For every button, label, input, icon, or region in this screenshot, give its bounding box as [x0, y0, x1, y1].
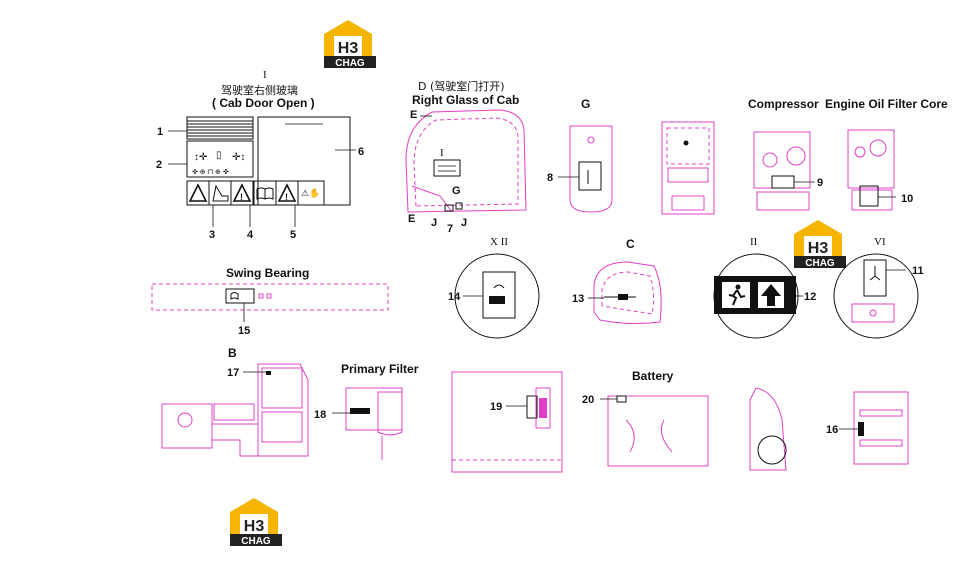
warning-decals: ! ! ⚠✋ — [186, 180, 325, 206]
logo-text: H3 — [808, 240, 829, 257]
section-title: B — [228, 346, 237, 360]
callout-4: 4 — [247, 229, 254, 241]
callout-14: 14 — [448, 291, 461, 303]
section-title: Battery — [632, 369, 674, 383]
callout-11: 11 — [912, 265, 924, 277]
decal-1 — [186, 116, 254, 140]
callout-19: 19 — [490, 401, 502, 413]
roman-label: I — [263, 69, 267, 81]
section-ii: II 12 — [713, 236, 816, 339]
section-right-glass: D (驾驶室门打开) Right Glass of Cab E I G E J … — [405, 79, 527, 235]
section-title: ( Cab Door Open ) — [212, 96, 315, 110]
logo-subtext: CHAG — [805, 258, 835, 269]
section-title: Swing Bearing — [226, 266, 309, 280]
callout-20: 20 — [582, 394, 594, 406]
callout-18: 18 — [314, 409, 326, 421]
callout-5: 5 — [290, 229, 296, 241]
callout-6: 6 — [358, 146, 364, 158]
svg-text:▯: ▯ — [216, 150, 222, 161]
decal-2: ↕✛ ▯ ✛↕ ✜ ⊕ ⊓ ⊕ ✜ — [186, 140, 254, 178]
svg-text:!: ! — [285, 192, 288, 202]
section-g: G 8 — [547, 97, 613, 213]
letter-g: G — [452, 185, 461, 197]
svg-text:!: ! — [240, 192, 243, 202]
logo-subtext: CHAG — [335, 58, 365, 69]
letter-e: E — [408, 213, 415, 225]
warning-triangle-icon — [232, 183, 252, 202]
brand-logo-top: H3 CHAG — [324, 20, 376, 69]
section-title: X II — [490, 236, 508, 248]
section-engine-oil-filter: Engine Oil Filter Core 10 — [825, 97, 948, 211]
section-b: B 17 — [161, 346, 309, 457]
section-title: G — [581, 97, 590, 111]
letter-j: J — [431, 217, 437, 229]
svg-text:↕✛: ↕✛ — [194, 152, 208, 163]
callout-17: 17 — [227, 367, 239, 379]
callout-16: 16 — [826, 424, 838, 436]
callout-12: 12 — [804, 291, 816, 303]
section-title: VI — [874, 236, 886, 248]
logo-text: H3 — [338, 40, 359, 57]
callout-15: 15 — [238, 325, 250, 337]
callout-7: 7 — [447, 223, 453, 235]
section-f-f — [749, 387, 787, 471]
letter-e: E — [410, 109, 417, 121]
letter-j: J — [461, 217, 467, 229]
section-battery: Battery 20 — [582, 369, 709, 467]
svg-text:✛↕: ✛↕ — [232, 152, 245, 163]
svg-text:✜ ⊕ ⊓ ⊕ ✜: ✜ ⊕ ⊓ ⊕ ✜ — [192, 168, 229, 176]
section-title: Right Glass of Cab — [412, 93, 519, 107]
section-title: Primary Filter — [341, 362, 419, 376]
section-title: II — [750, 236, 758, 248]
callout-3: 3 — [209, 229, 215, 241]
callout-2: 2 — [156, 159, 162, 171]
section-e-e — [661, 121, 715, 215]
section-title: C — [626, 237, 635, 251]
book-icon — [256, 187, 274, 200]
section-xii: X II 14 — [448, 236, 540, 339]
callout-10: 10 — [901, 193, 913, 205]
section-swing-bearing: Swing Bearing 15 — [151, 266, 389, 337]
section-title-cn: D (驾驶室门打开) — [418, 79, 505, 93]
brand-logo-bottom: H3 CHAG — [230, 498, 282, 547]
section-title: Compressor — [748, 97, 819, 111]
callout-8: 8 — [547, 172, 553, 184]
warning-triangle-icon — [188, 183, 208, 202]
brand-logo-middle: H3 CHAG — [794, 220, 846, 269]
logo-text: H3 — [244, 518, 265, 535]
roman-label: I — [440, 147, 444, 159]
section-compressor: Compressor 9 — [748, 97, 823, 211]
callout-13: 13 — [572, 293, 584, 305]
section-c: C 13 — [572, 237, 662, 325]
section-vi: VI 11 — [833, 236, 924, 339]
callout-1: 1 — [157, 126, 163, 138]
warning-triangle-icon — [277, 183, 297, 202]
logo-subtext: CHAG — [241, 536, 271, 547]
callout-9: 9 — [817, 177, 823, 189]
section-j-j: 16 — [826, 391, 909, 465]
emergency-exit-icon — [728, 284, 746, 306]
section-primary-filter: Primary Filter 18 — [314, 362, 419, 460]
section-cab-door: I 驾驶室右侧玻璃 ( Cab Door Open ) ↕✛ ▯ ✛↕ ✜ ⊕ … — [156, 69, 364, 241]
svg-text:⚠✋: ⚠✋ — [301, 187, 320, 198]
section-title: Engine Oil Filter Core — [825, 97, 948, 111]
section-h-h: 19 — [451, 371, 563, 473]
arrow-up-icon — [758, 282, 784, 308]
section-title-cn: 驾驶室右侧玻璃 — [221, 83, 298, 97]
